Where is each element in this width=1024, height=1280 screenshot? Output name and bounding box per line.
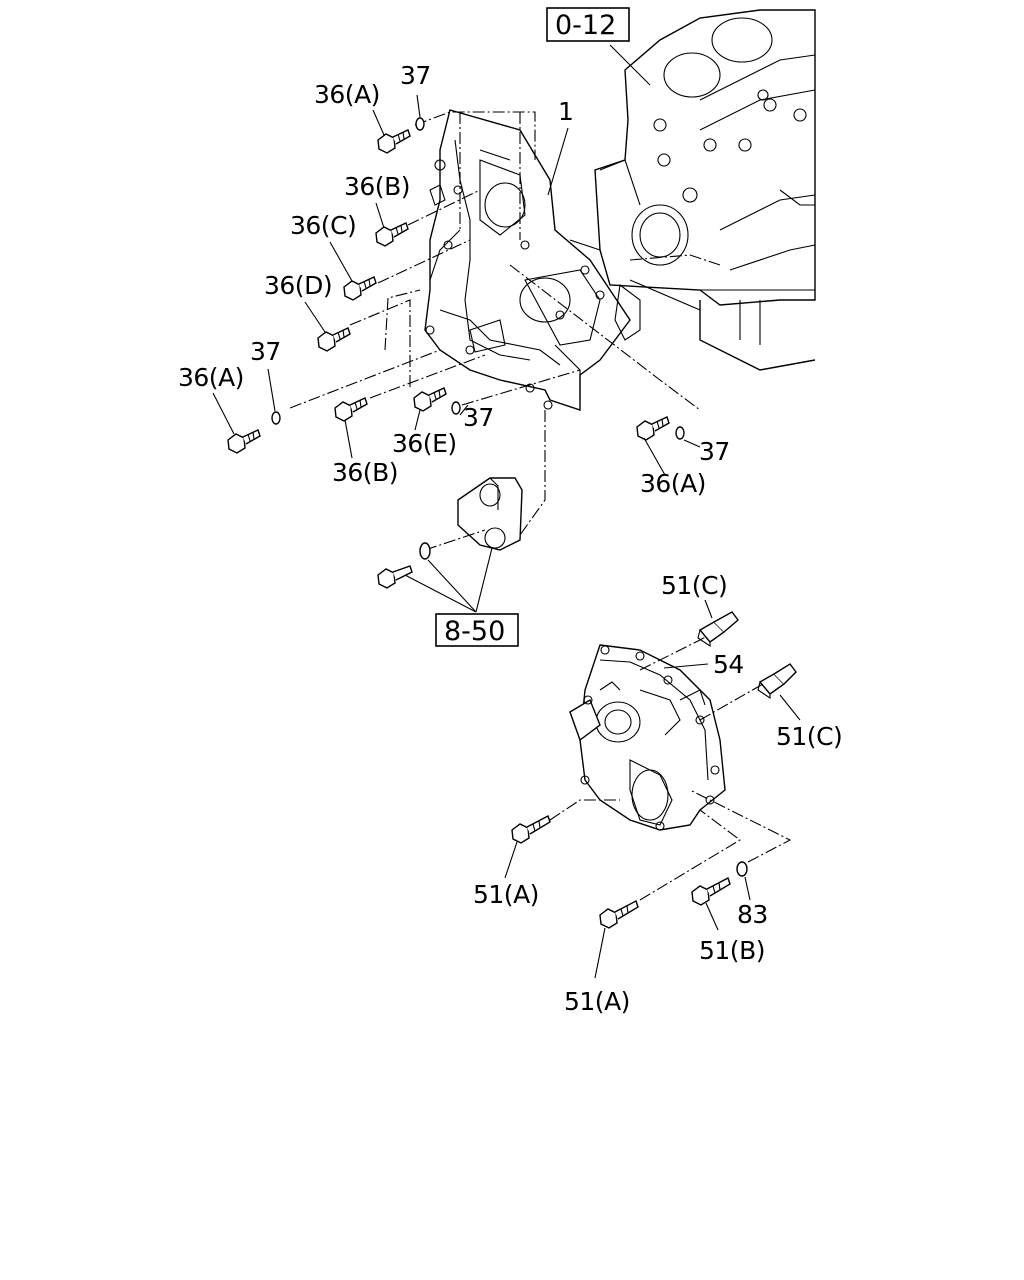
ref-box-0-12[interactable]: 0-12 bbox=[546, 7, 630, 42]
ref-box-8-50[interactable]: 8-50 bbox=[435, 613, 519, 647]
stud-51c-top bbox=[697, 611, 739, 648]
label-36a-top: 36(A) bbox=[314, 80, 380, 109]
label-51c-top: 51(C) bbox=[661, 571, 727, 600]
stud-51c-right bbox=[757, 663, 797, 700]
label-51b: 51(B) bbox=[699, 936, 765, 965]
ref-8-50-text: 8-50 bbox=[444, 616, 505, 647]
bolt-36a-right bbox=[636, 416, 670, 441]
label-37-mid: 37 bbox=[463, 403, 494, 432]
engine-block bbox=[569, 9, 816, 371]
label-36a-right: 36(A) bbox=[640, 469, 706, 498]
washer-37-left bbox=[271, 411, 281, 425]
bolt-36a-left bbox=[227, 429, 261, 454]
bolt-51b bbox=[691, 876, 731, 906]
washer-37-right bbox=[675, 426, 685, 440]
bracket-part bbox=[424, 477, 523, 551]
label-1: 1 bbox=[558, 97, 573, 126]
washer-83 bbox=[736, 861, 748, 877]
bolt-51a-left bbox=[511, 814, 551, 844]
gear-case-plate bbox=[424, 109, 641, 411]
label-36b-upper: 36(B) bbox=[344, 172, 410, 201]
bolt-36c bbox=[343, 276, 377, 301]
washer-37-mid bbox=[451, 401, 461, 415]
washer-37-top bbox=[415, 117, 425, 131]
washer-bracket bbox=[419, 542, 431, 560]
timing-cover bbox=[569, 644, 726, 831]
bolt-36d bbox=[317, 327, 351, 352]
label-37-left: 37 bbox=[250, 337, 281, 366]
bolt-bracket bbox=[377, 565, 413, 589]
bolt-51a-bottom bbox=[599, 899, 639, 929]
bolt-36e bbox=[413, 387, 447, 412]
label-36e: 36(E) bbox=[392, 429, 457, 458]
bolt-36a-top bbox=[377, 129, 411, 154]
label-36c: 36(C) bbox=[290, 211, 356, 240]
label-37-top: 37 bbox=[400, 61, 431, 90]
label-51a-bottom: 51(A) bbox=[564, 987, 630, 1016]
label-36a-left: 36(A) bbox=[178, 363, 244, 392]
bolt-36b-lower bbox=[334, 397, 368, 422]
label-83: 83 bbox=[737, 900, 768, 929]
bolt-36b-upper bbox=[375, 222, 409, 247]
label-51a-left: 51(A) bbox=[473, 880, 539, 909]
ref-0-12-text: 0-12 bbox=[555, 10, 616, 41]
label-54: 54 bbox=[713, 650, 744, 679]
label-37-right: 37 bbox=[699, 437, 730, 466]
label-51c-right: 51(C) bbox=[776, 722, 842, 751]
label-36b-lower: 36(B) bbox=[332, 458, 398, 487]
label-36d: 36(D) bbox=[264, 271, 332, 300]
